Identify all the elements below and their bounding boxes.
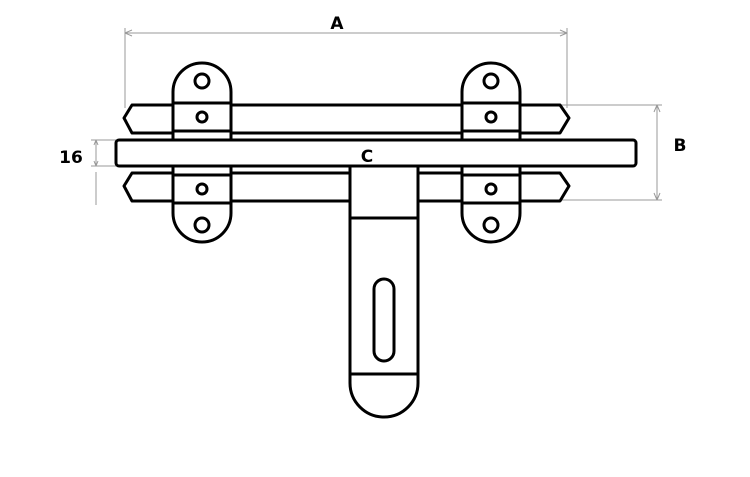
label-a: A — [330, 14, 344, 34]
dimension-a-right-arrow — [559, 29, 568, 37]
dimension-16-bottom-arrow — [93, 160, 99, 167]
label-c: C — [361, 147, 373, 167]
dimension-lines — [91, 28, 662, 205]
dimension-b-top-arrow — [653, 104, 661, 113]
right-bracket-hole-top-large — [482, 72, 500, 90]
latch-parts — [114, 61, 638, 419]
upper-guide-rail — [122, 103, 571, 135]
right-bracket-hole-bottom-large — [482, 216, 500, 234]
lower-guide-rail — [122, 171, 571, 203]
sliding-bolt — [114, 138, 638, 168]
left-bracket-hole-top-large — [193, 72, 211, 90]
left-bracket-hole-bottom-large — [193, 216, 211, 234]
left-bracket-hole-top-small — [195, 110, 209, 124]
bracket-bands — [173, 101, 520, 376]
dimension-b-bottom-arrow — [653, 192, 661, 201]
right-bracket-hole-bottom-small — [484, 182, 498, 196]
label-b: B — [674, 136, 687, 156]
right-bracket-hole-top-small — [484, 110, 498, 124]
dimension-a-left-arrow — [124, 29, 133, 37]
handle-padlock-slot — [372, 277, 396, 363]
dimension-16-top-arrow — [93, 139, 99, 146]
left-bracket-hole-bottom-small — [195, 182, 209, 196]
screw-holes — [193, 72, 500, 363]
label-thickness: 16 — [59, 148, 83, 168]
